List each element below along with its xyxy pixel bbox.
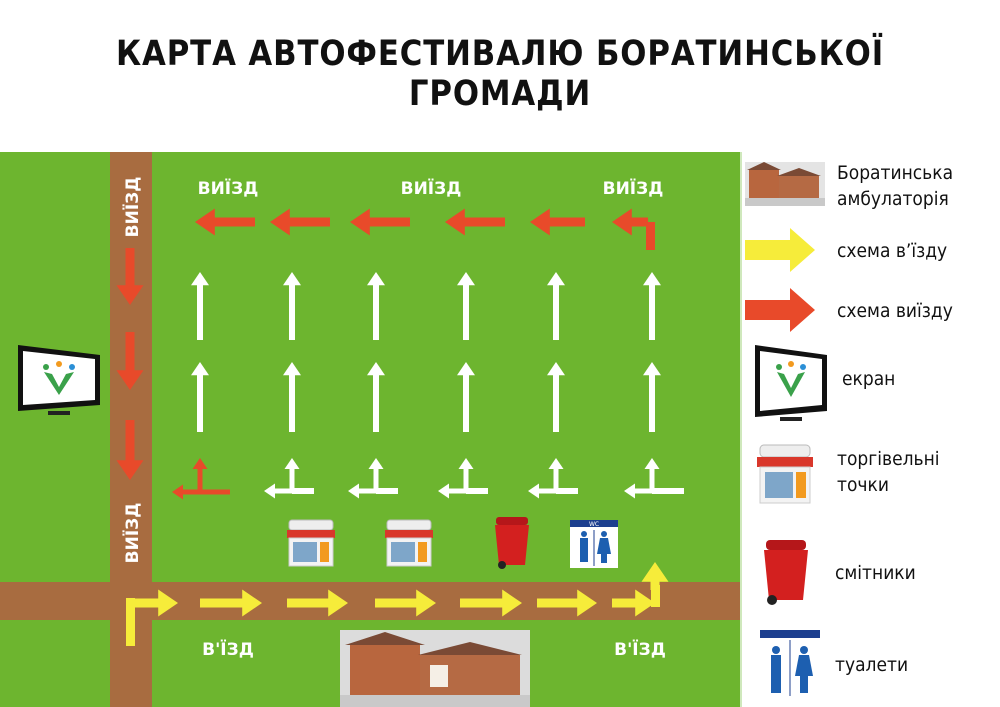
parking-arrow xyxy=(348,483,378,499)
entry-arrow xyxy=(375,589,436,617)
parking-arrow xyxy=(457,362,475,432)
exit-arrow xyxy=(116,248,144,305)
exit-label: ВИЇЗД xyxy=(198,177,259,199)
parking-arrow-base xyxy=(376,488,398,494)
exit-arrow xyxy=(612,208,648,236)
parking-arrow-base xyxy=(556,488,578,494)
parking-arrow xyxy=(367,362,385,432)
legend-label-entry: схема в’їзду xyxy=(837,240,948,262)
entry-arrow xyxy=(200,589,262,617)
road-exit-label: ВИЇЗД xyxy=(121,177,143,238)
parking-arrow xyxy=(643,272,661,340)
parking-arrow-base xyxy=(652,488,684,494)
parking-arrow xyxy=(368,458,384,492)
parking-arrow xyxy=(191,272,209,340)
parking-arrow xyxy=(548,458,564,492)
entry-arrow xyxy=(126,589,178,617)
wc-label: WC xyxy=(589,521,599,528)
parking-arrow xyxy=(367,272,385,340)
exit-arrow-turn xyxy=(646,222,655,250)
parking-arrow-base xyxy=(466,488,488,494)
parking-arrow xyxy=(528,483,558,499)
legend-label-screen: екран xyxy=(842,368,896,390)
exit-arrow xyxy=(116,332,144,390)
entry-label: В'ЇЗД xyxy=(202,638,254,660)
parking-arrow xyxy=(644,458,660,492)
entry-arrow xyxy=(641,562,669,590)
entry-arrow-turn xyxy=(126,598,135,646)
exit-arrow xyxy=(445,208,505,236)
parking-arrow xyxy=(458,458,474,492)
entry-arrow xyxy=(537,589,597,617)
entry-arrow xyxy=(612,589,655,617)
parking-arrow-base xyxy=(292,488,314,494)
parking-arrow xyxy=(547,362,565,432)
parking-arrow xyxy=(264,483,294,499)
entry-arrow-turn xyxy=(651,585,660,607)
entry-arrow xyxy=(460,589,522,617)
exit-arrow xyxy=(192,458,208,492)
legend-label-ambulatory: Боратинська амбулаторія xyxy=(837,162,954,210)
exit-arrow xyxy=(172,484,230,500)
trash-bin-icon xyxy=(495,517,529,569)
map-title: КАРТА АВТОФЕСТИВАЛЮ БОРАТИНСЬКОЇ ГРОМАДИ xyxy=(115,34,885,114)
parking-arrow xyxy=(283,272,301,340)
parking-arrow xyxy=(284,458,300,492)
parking-arrow xyxy=(438,483,468,499)
parking-arrow xyxy=(283,362,301,432)
exit-arrow xyxy=(270,208,330,236)
legend-label-toilets: туалети xyxy=(835,654,909,676)
legend-label-trash: смітники xyxy=(835,562,916,584)
shop-icon xyxy=(287,519,335,567)
exit-arrow xyxy=(116,420,144,480)
parking-arrow xyxy=(547,272,565,340)
screen-icon xyxy=(18,345,100,415)
parking-arrow xyxy=(624,483,654,499)
entry-label: В'ЇЗД xyxy=(614,638,666,660)
parking-arrow xyxy=(191,362,209,432)
toilet-icon: WC xyxy=(570,520,618,568)
exit-label: ВИЇЗД xyxy=(603,177,664,199)
legend-label-shops: торгівельні точки xyxy=(837,448,940,496)
ambulatory-building-icon xyxy=(340,630,530,707)
exit-arrow xyxy=(530,208,585,236)
legend-label-exit: схема виїзду xyxy=(837,300,953,322)
entry-arrow xyxy=(287,589,348,617)
road-exit-label: ВИЇЗД xyxy=(121,503,143,564)
parking-arrow xyxy=(643,362,661,432)
exit-arrow xyxy=(195,208,255,236)
parking-arrow xyxy=(457,272,475,340)
shop-icon xyxy=(385,519,433,567)
exit-label: ВИЇЗД xyxy=(401,177,462,199)
exit-arrow xyxy=(350,208,410,236)
